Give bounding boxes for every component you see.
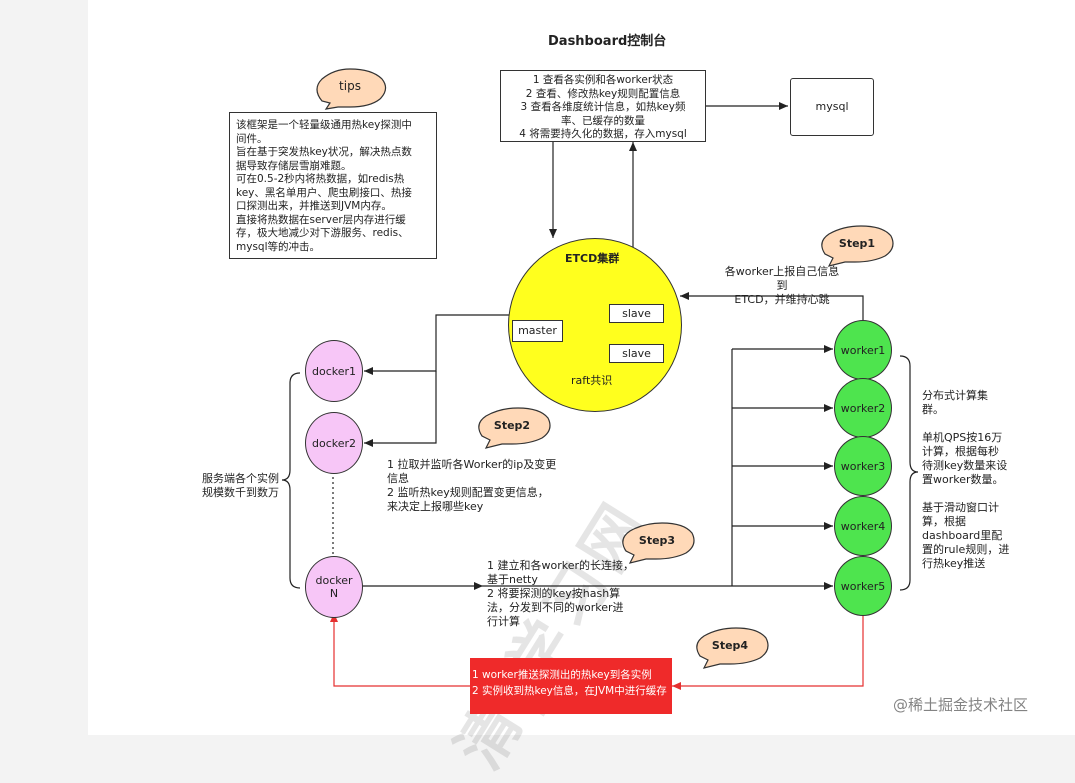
dockerN-node: docker N: [305, 556, 363, 618]
tips-line: 直接将热数据在server层内存进行缓: [236, 213, 406, 226]
docker2-label: docker2: [311, 436, 357, 450]
worker-note-line: 单机QPS按16万: [922, 431, 1003, 444]
step2-label: Step2: [493, 418, 531, 432]
server-note: 服务端各个实例 规模数千到数万: [202, 472, 279, 500]
step4-line: 1 worker推送探测出的热key到各实例: [472, 669, 652, 681]
step1-text: 各worker上报自己信息到 ETCD，并维持心跳: [720, 265, 844, 307]
slave-label: slave: [622, 346, 651, 360]
tips-line: mysql等的冲击。: [236, 240, 320, 253]
worker4-node: worker4: [834, 496, 892, 556]
etcd-slave-node-1: slave: [609, 304, 664, 323]
step1-line: 各worker上报自己信息到: [724, 265, 840, 292]
step4-bubble: [696, 627, 769, 669]
worker-brace: [899, 355, 919, 591]
etcd-slave-node-2: slave: [609, 344, 664, 363]
mysql-box: mysql: [790, 78, 874, 136]
step3-label: Step3: [638, 533, 676, 547]
step3-line: 1 建立和各worker的长连接，: [487, 559, 635, 572]
step3-line: 行计算: [487, 615, 520, 628]
worker-label: worker4: [840, 519, 886, 533]
docker2-node: docker2: [305, 412, 363, 474]
tips-line: key、黑名单用户、爬虫刷接口、热接: [236, 186, 412, 199]
step1-label: Step1: [838, 236, 876, 250]
server-note-line: 服务端各个实例: [202, 472, 279, 485]
worker1-node: worker1: [834, 320, 892, 380]
worker2-node: worker2: [834, 378, 892, 438]
dashboard-line: 率、已缓存的数量: [561, 114, 645, 127]
worker-note-line: 置的rule规则，进: [922, 543, 1010, 556]
tips-line: 据导致存储层雪崩难题。: [236, 159, 352, 172]
step2-bubble: [478, 407, 551, 449]
tips-line: 可在0.5-2秒内将热数据，如redis热: [236, 173, 405, 185]
worker-note-line: 计算，根据每秒: [922, 445, 999, 458]
step1-line: ETCD，并维持心跳: [734, 293, 830, 306]
worker-label: worker5: [840, 579, 886, 593]
tips-line: 口探测出来，并推送到JVM内存。: [236, 200, 392, 212]
tips-box: 该框架是一个轻量级通用热key探测中 间件。 旨在基于突发热key状况，解决热点…: [229, 112, 437, 259]
dashboard-line: 1 查看各实例和各worker状态: [532, 74, 674, 86]
raft-label: raft共识: [571, 374, 613, 387]
step2-text: 1 拉取并监听各Worker的ip及变更 信息 2 监听热key规则配置变更信息…: [387, 458, 577, 514]
dockerN-label-2: N: [329, 587, 339, 600]
worker-note-line: 群。: [922, 403, 944, 416]
connector-lines: [281, 102, 919, 690]
etcd-master-node: master: [512, 320, 563, 342]
step4-line: 2 实例收到热key信息，在JVM中进行缓存: [472, 685, 667, 697]
diagram-stage: 清|学习网: [88, 0, 1075, 781]
step4-label: Step4: [711, 638, 749, 652]
worker-note: 分布式计算集 群。 单机QPS按16万 计算，根据每秒 待测key数量来设 置w…: [922, 389, 1022, 571]
worker-note-line: 分布式计算集: [922, 389, 988, 402]
worker-note-line: 置worker数量。: [922, 473, 1004, 486]
push-to-dockerN-arrow: [330, 613, 470, 687]
server-note-line: 规模数千到数万: [202, 486, 279, 499]
docker1-label: docker1: [311, 364, 357, 378]
mysql-label: mysql: [815, 100, 849, 113]
tips-bubble: [316, 68, 387, 110]
dockerN-label-1: docker: [315, 574, 353, 587]
etcd-to-docker2-arrow: [364, 371, 437, 447]
worker-note-line: dashboard里配: [922, 529, 1003, 542]
worker5-push-arrow: [672, 616, 864, 690]
step2-line: 来决定上报哪些key: [387, 500, 484, 513]
worker-label: worker1: [840, 343, 886, 357]
page-title: Dashboard控制台: [548, 34, 667, 49]
step2-line: 信息: [387, 472, 409, 485]
docker1-node: docker1: [305, 340, 363, 402]
tips-line: 存，极大地减少对下游服务、redis、: [236, 227, 409, 239]
dashboard-line: 4 将需要持久化的数据，存入mysql: [519, 128, 687, 140]
step3-text: 1 建立和各worker的长连接， 基于netty 2 将要探测的key按has…: [487, 559, 635, 629]
step1-bubble: [821, 225, 894, 267]
step2-line: 2 监听热key规则配置变更信息，: [387, 486, 549, 499]
worker-note-line: 行热key推送: [922, 557, 986, 570]
worker-label: worker3: [840, 459, 886, 473]
dashboard-line: 2 查看、修改热key规则配置信息: [525, 87, 681, 100]
tips-line: 间件。: [236, 132, 268, 145]
worker-note-line: [922, 487, 1022, 501]
etcd-title: ETCD集群: [565, 252, 620, 265]
worker-note-line: 算，根据: [922, 515, 966, 528]
step3-line: 2 将要探测的key按hash算: [487, 587, 621, 600]
worker-heartbeat-arrow: [680, 292, 864, 321]
step4-push-box: 1 worker推送探测出的热key到各实例 2 实例收到热key信息，在JVM…: [470, 658, 672, 714]
source-watermark: @稀土掘金技术社区: [893, 696, 1029, 714]
worker-label: worker2: [840, 401, 886, 415]
server-brace: [281, 372, 301, 589]
step3-line: 法，分发到不同的worker进: [487, 601, 624, 614]
dashboard-box: 1 查看各实例和各worker状态 2 查看、修改热key规则配置信息 3 查看…: [500, 70, 706, 142]
worker5-node: worker5: [834, 556, 892, 616]
master-label: master: [518, 324, 557, 337]
step3-line: 基于netty: [487, 573, 538, 586]
worker-note-line: [922, 417, 1022, 431]
worker-note-line: 基于滑动窗口计: [922, 501, 999, 514]
etcd-to-docker1-arrow: [364, 314, 510, 375]
tips-line: 该框架是一个轻量级通用热key探测中: [236, 119, 412, 131]
worker-note-line: 待测key数量来设: [922, 459, 1008, 472]
step2-line: 1 拉取并监听各Worker的ip及变更: [387, 458, 557, 471]
worker3-node: worker3: [834, 436, 892, 496]
tips-label: tips: [339, 79, 361, 93]
step3-bubble: [622, 522, 695, 564]
tips-line: 旨在基于突发热key状况，解决热点数: [236, 146, 412, 158]
slave-label: slave: [622, 306, 651, 320]
dashboard-line: 3 查看各维度统计信息，如热key频: [520, 101, 686, 113]
